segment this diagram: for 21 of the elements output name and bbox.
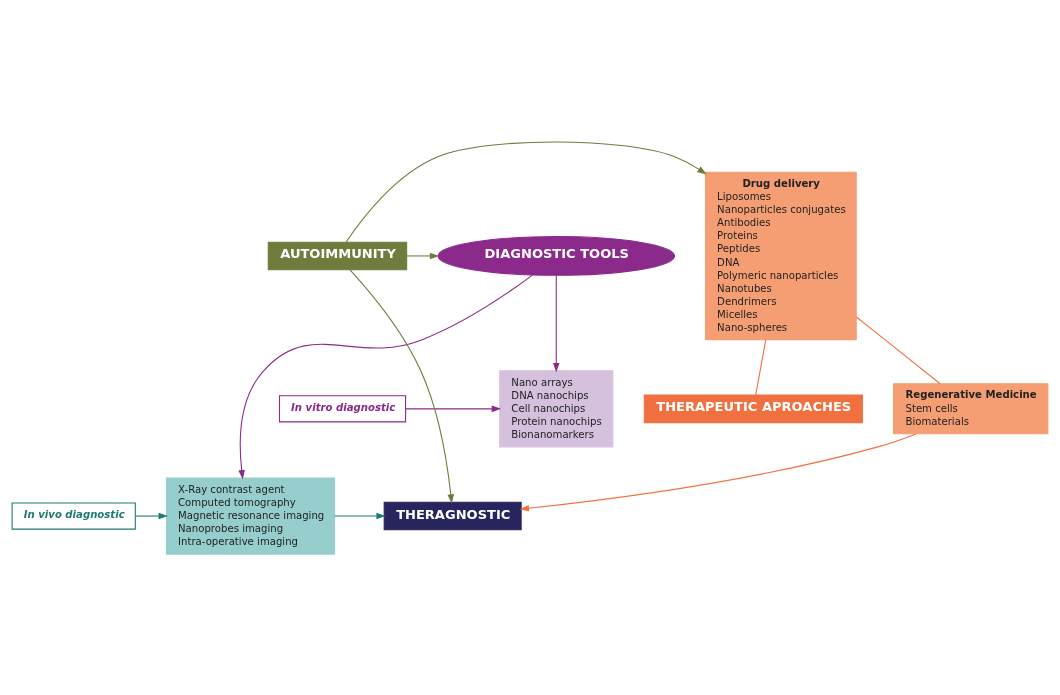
arrow [345,140,707,243]
node-box: Nano arrays DNA nanochips Cell nanochips Protein nanochips Bionanomarkers [499,369,614,447]
node-box: In vitro diagnostic [278,394,407,422]
node-box: AUTOIMMUNITY [267,241,408,270]
arrow [405,405,502,412]
connector [755,338,767,396]
arrow [349,268,455,504]
node-box: Drug delivery Liposomes Nanoparticles conjugates Antibodies Proteins Peptides DNA Polymeric nanoparticles Nanotubes Dendrimers Micelles Nano-spheres [704,171,857,340]
arrow [552,274,560,372]
arrow [135,512,168,519]
arrow [334,512,386,519]
connector [855,315,941,384]
node-box: THERAPEUTIC APROACHES [643,394,863,423]
arrow [519,432,917,511]
node-box: THERAGNOSTIC [383,501,522,530]
node-box: In vivo diagnostic [11,501,136,530]
arrow [238,274,534,479]
node-ellipse: DIAGNOSTIC TOOLS [437,235,676,276]
arrow [406,252,440,259]
node-box: Regenerative Medicine Stem cells Biomaterials [893,382,1049,434]
node-box: X-Ray contrast agent Computed tomography Magnetic resonance imaging Nanoprobes imaging Intra-operative imaging [165,477,336,555]
